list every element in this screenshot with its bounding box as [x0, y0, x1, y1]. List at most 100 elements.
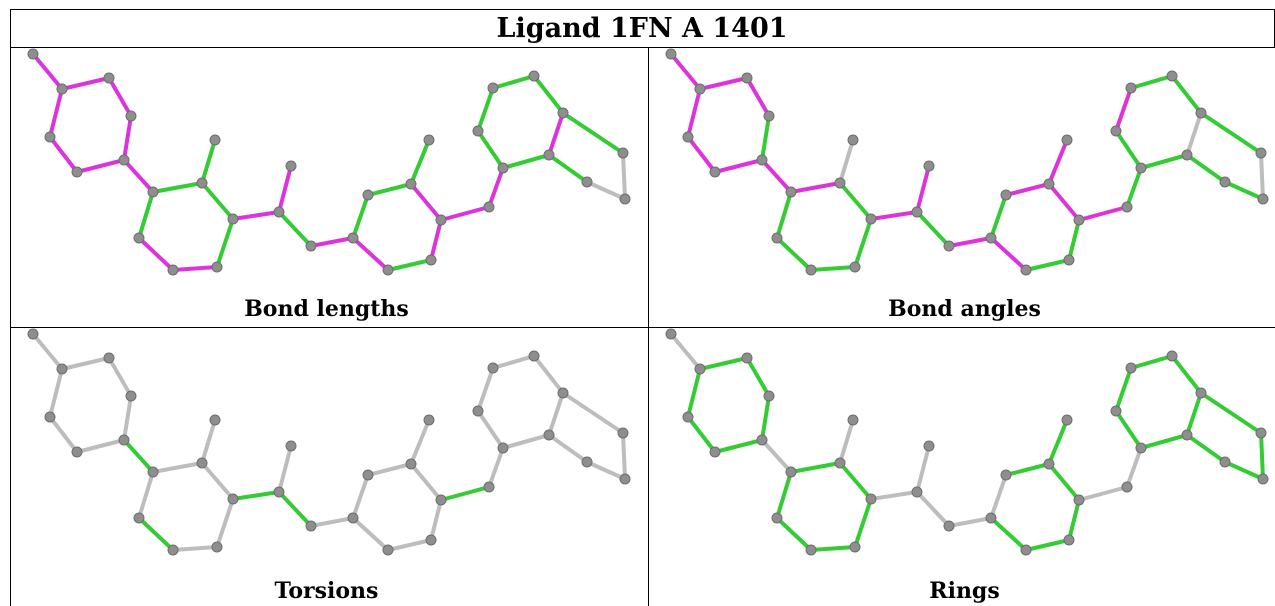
atom	[497, 442, 509, 454]
bond	[137, 516, 175, 552]
bond	[429, 498, 443, 542]
atom	[1043, 458, 1055, 470]
atom	[118, 434, 130, 446]
title-divider	[10, 47, 1275, 48]
bond	[1047, 462, 1081, 502]
bond	[532, 74, 565, 115]
bond	[75, 438, 126, 454]
atom	[1073, 214, 1085, 226]
atom	[285, 440, 297, 452]
bond	[686, 367, 702, 419]
atom	[528, 350, 540, 362]
atom	[167, 544, 179, 556]
atom	[1195, 387, 1207, 399]
bond	[838, 138, 855, 185]
atom	[425, 254, 437, 266]
bond	[476, 86, 495, 133]
bond	[1199, 111, 1263, 155]
atom	[849, 261, 861, 273]
atom	[665, 328, 677, 340]
atom	[911, 486, 923, 498]
bond	[915, 490, 951, 528]
atom	[709, 166, 721, 178]
panel-bond-angles: Bond angles	[651, 48, 1275, 326]
bond	[351, 516, 390, 552]
atom	[1110, 125, 1122, 137]
bond	[1185, 391, 1203, 437]
bond	[669, 332, 702, 371]
atom	[543, 429, 555, 441]
bond	[686, 415, 717, 454]
bond	[501, 433, 551, 450]
bond	[1125, 166, 1143, 209]
panel-caption: Bond lengths	[244, 296, 409, 322]
atom	[209, 134, 221, 146]
bond	[476, 366, 495, 413]
atom	[483, 481, 495, 493]
atom	[405, 458, 417, 470]
bond	[491, 354, 536, 370]
atom	[423, 134, 435, 146]
bond	[760, 158, 793, 194]
bond	[853, 497, 873, 549]
bond	[151, 181, 204, 194]
bond	[309, 236, 355, 248]
atom	[709, 446, 721, 458]
bond	[1114, 409, 1143, 450]
atom	[694, 83, 706, 95]
panel-caption: Rings	[929, 578, 1000, 604]
bond	[60, 356, 111, 371]
bond	[137, 190, 155, 240]
bond	[989, 236, 1028, 272]
atom	[1219, 176, 1231, 188]
atom	[865, 493, 877, 505]
bond	[989, 473, 1008, 520]
bond	[989, 516, 1028, 552]
bond	[1024, 538, 1071, 552]
bond	[989, 193, 1008, 240]
panel-rings: Rings	[651, 328, 1275, 606]
atom	[763, 390, 775, 402]
bond	[809, 265, 857, 272]
bond	[760, 114, 771, 162]
atom	[1181, 429, 1193, 441]
bond	[31, 332, 64, 371]
atom	[425, 534, 437, 546]
bond	[561, 391, 625, 435]
bond	[760, 438, 793, 474]
bond	[1129, 74, 1174, 90]
atom	[1110, 405, 1122, 417]
bond	[48, 135, 79, 174]
bond	[532, 354, 565, 395]
bond	[501, 153, 551, 170]
atom	[423, 414, 435, 426]
atom	[1255, 427, 1267, 439]
bond	[277, 490, 313, 528]
atom	[741, 72, 753, 84]
bond	[713, 438, 764, 454]
atom	[985, 512, 997, 524]
table-border-left	[10, 9, 11, 606]
atom	[1000, 189, 1012, 201]
bond	[869, 490, 919, 501]
atom	[125, 390, 137, 402]
molecule-diagram	[665, 328, 1269, 556]
atom	[785, 466, 797, 478]
bond	[1077, 485, 1129, 502]
atom	[56, 363, 68, 375]
bond	[686, 135, 717, 174]
bond	[1223, 460, 1265, 481]
atom	[985, 232, 997, 244]
bond	[669, 52, 702, 91]
bond	[1139, 153, 1189, 170]
atom	[756, 154, 768, 166]
bond	[476, 409, 505, 450]
atom	[472, 125, 484, 137]
atom	[103, 72, 115, 84]
bond	[838, 418, 855, 465]
bond	[547, 153, 589, 184]
atom	[1043, 178, 1055, 190]
bond	[775, 470, 793, 520]
atom	[581, 456, 593, 468]
bond	[775, 236, 813, 272]
